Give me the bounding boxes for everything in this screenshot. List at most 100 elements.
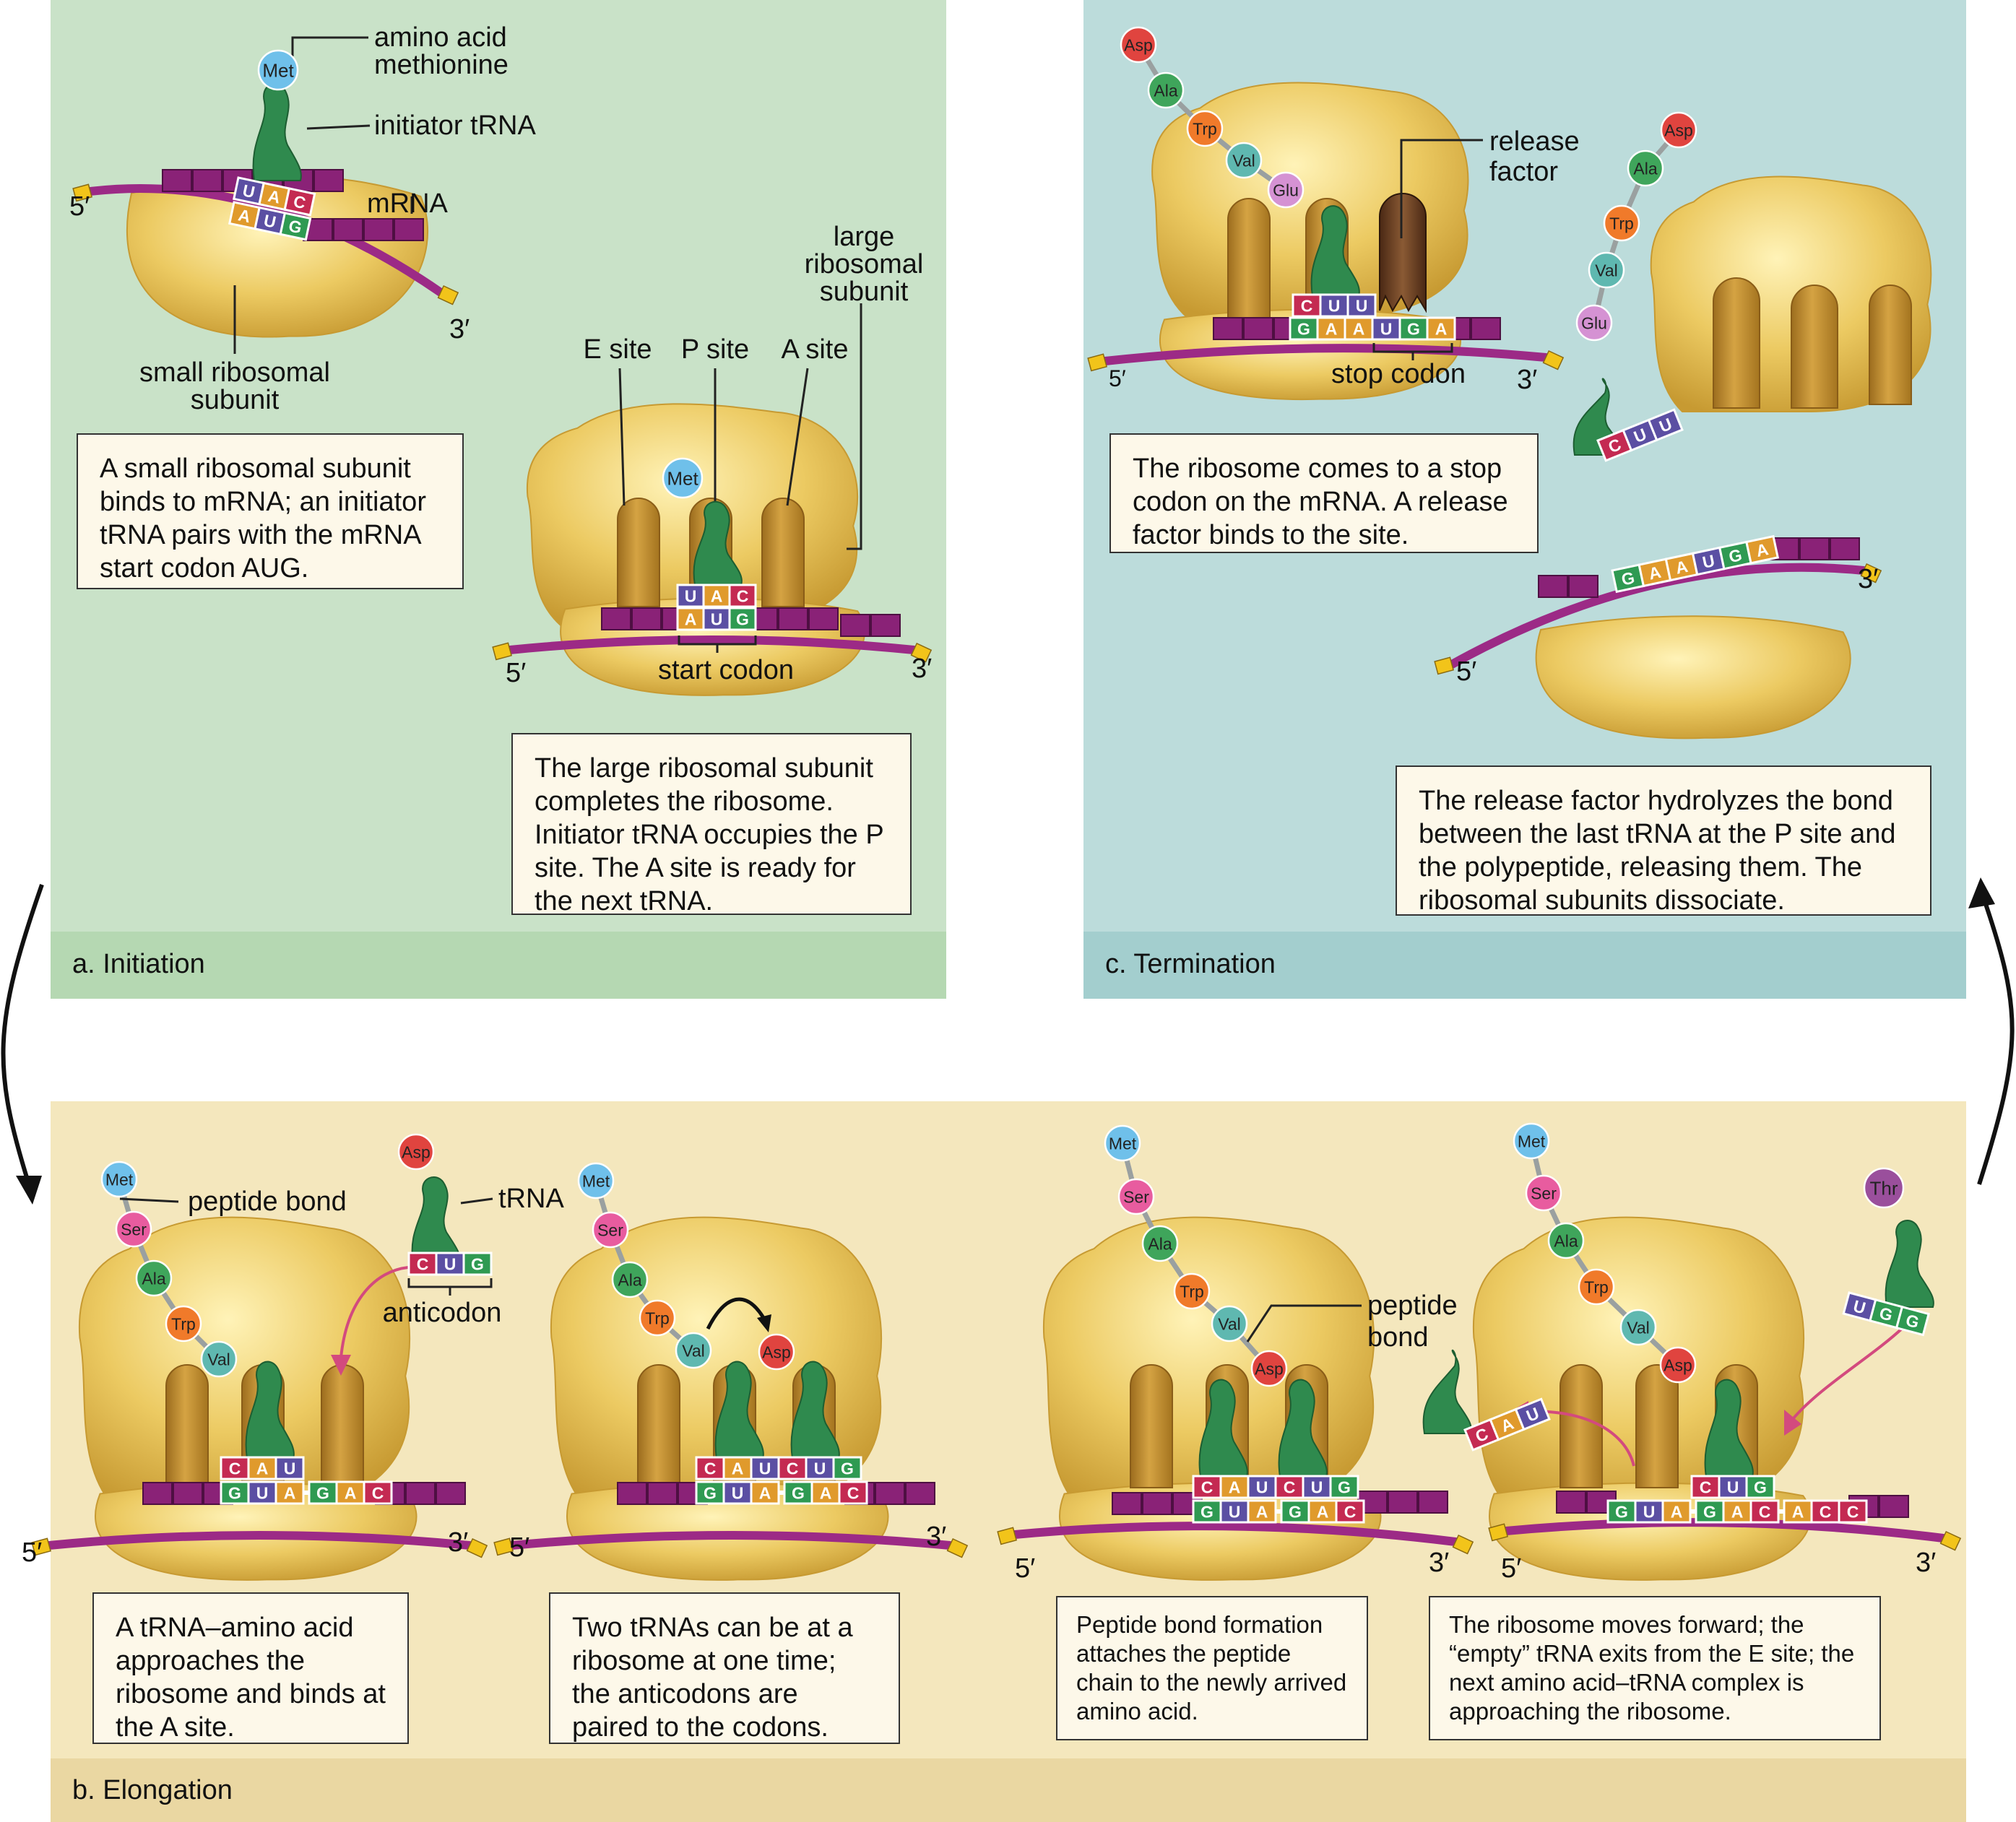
elong2-codons-letter: U — [732, 1483, 744, 1502]
elong4-codons-letter: A — [1731, 1502, 1744, 1521]
released-mrna-codons-letter: A — [1755, 539, 1770, 560]
elong3-trna-a — [1278, 1379, 1328, 1478]
elong1-chain-ser-1-label: Ser — [121, 1220, 147, 1239]
released-mrna-codons-base: U — [1691, 546, 1726, 576]
label-5prime-c1: 5′ — [1109, 365, 1126, 391]
released-mrna-codons-base: A — [1745, 534, 1780, 565]
elongation-caption-2: Two tRNAs can be at a ribosome at one ti… — [549, 1592, 900, 1744]
termination-label: c. Termination — [1105, 949, 1276, 979]
elong3-anticodons-box — [1302, 1475, 1332, 1499]
cycle-arrow-right-head — [1968, 877, 1995, 908]
elong1-mrna-cap5 — [31, 1537, 51, 1556]
elong2-codons-box — [838, 1480, 868, 1505]
released-mrna-codons-letter: A — [1674, 557, 1690, 578]
released-mrna-codons-base: G — [1611, 563, 1645, 594]
elong4-mrna-codon — [1556, 1491, 1586, 1514]
elong1-anticodon-letter: A — [256, 1459, 269, 1478]
elong3-mrna-codon — [1112, 1492, 1142, 1515]
polypeptide-c1-ala-1-label: Ala — [1154, 82, 1177, 100]
label-peptide-bond-2b: bond — [1367, 1322, 1429, 1353]
elong4-anticodon-base: G — [1745, 1475, 1775, 1499]
elong1-chain-trp-3-label: Trp — [171, 1315, 196, 1334]
initiation-mrna-2 — [506, 635, 918, 654]
elong4-chain-val-4 — [1619, 1309, 1657, 1346]
elong2-codons-letter: C — [847, 1483, 860, 1502]
elong2-chain-ala-2 — [611, 1261, 649, 1298]
initiation-mrna-codon — [808, 607, 839, 630]
elong1-mrna-codon — [142, 1482, 173, 1505]
start-codon-2-box — [728, 607, 757, 631]
initiator-anticodon-letter: U — [241, 181, 257, 201]
label-3prime-a2: 3′ — [912, 654, 932, 684]
elong2-codons-base: A — [750, 1480, 780, 1505]
initiator-trna — [252, 82, 302, 181]
elong2-codons-box — [750, 1480, 780, 1505]
elong2-anticodons-letter: U — [759, 1459, 771, 1478]
initiation-caption-2: The large ribosomal subunit completes th… — [511, 733, 912, 916]
initiator-trna-psite — [693, 500, 743, 586]
elong2-anticodons-letter: C — [787, 1459, 799, 1478]
elong1-anticodon-base: A — [247, 1456, 277, 1480]
elong4-codons-base: A — [1661, 1499, 1692, 1524]
termination-mrna-1-cap5 — [1087, 353, 1107, 372]
elong2-codons-base: A — [810, 1480, 841, 1505]
elong3-chain-ser-1-label: Ser — [1123, 1188, 1149, 1207]
elong1-mrna — [45, 1531, 474, 1550]
stop-codon-letter: A — [1435, 319, 1448, 338]
label-peptide-bond-2a: peptide — [1367, 1290, 1458, 1321]
elong4-codons-letter: C — [1820, 1502, 1832, 1521]
polypeptide-c1-asp-0-label: Asp — [1124, 36, 1153, 55]
codon-term-letter: G — [1297, 319, 1310, 338]
elong3-codons-letter: A — [1256, 1502, 1268, 1521]
elong2-tube-e — [637, 1364, 680, 1488]
termination-band — [1083, 932, 1966, 999]
elong2-bond-arrow — [706, 1297, 768, 1330]
elong1-incoming-anticodon-base: U — [435, 1251, 465, 1276]
elong4-exiting-trna — [1422, 1349, 1472, 1434]
elong2-asp — [758, 1333, 795, 1371]
label-small-subunit-2: subunit — [191, 385, 280, 415]
elong1-incoming-anticodon-base: G — [462, 1251, 493, 1276]
label-methionine: methionine — [374, 50, 509, 80]
initiator-anticodon-base: A — [258, 181, 291, 212]
elong3-codons-base: A — [1247, 1499, 1277, 1524]
elong3-mrna-codon — [1418, 1491, 1448, 1514]
elong1-codons-letter: A — [345, 1483, 357, 1502]
stop-codon-base: G — [1398, 316, 1429, 341]
met-psite — [662, 457, 704, 499]
elong4-chain-val-4-label: Val — [1627, 1319, 1650, 1337]
elong3-mrna-cap3 — [1452, 1534, 1474, 1555]
polypeptide-c1-val-3-label: Val — [1232, 152, 1255, 170]
elong1-codons-base: C — [363, 1480, 393, 1505]
elong3-anticodons-box — [1329, 1475, 1359, 1499]
codon-term-box — [1344, 316, 1374, 341]
termination-caption-1: The ribosome comes to a stop codon on th… — [1109, 433, 1539, 553]
elong1-approach-arrow-head — [331, 1355, 351, 1376]
start-codon-1-letter: U — [262, 211, 278, 232]
elong4-anticodon-box — [1718, 1475, 1748, 1499]
start-codon-2-base: G — [728, 607, 757, 631]
elong2-chain-ser-1 — [592, 1211, 629, 1249]
initiation-mrna-codon — [162, 169, 192, 192]
elong2-mrna-codon — [617, 1482, 647, 1505]
released-polypeptide-ala-1 — [1627, 149, 1664, 187]
initiator-anticodon-base: U — [232, 176, 265, 206]
elong4-anticodon-base: C — [1690, 1475, 1721, 1499]
elong4-chain-asp-5 — [1659, 1346, 1697, 1384]
elong2-mrna-cap5 — [493, 1537, 514, 1556]
released-polypeptide-asp-0-label: Asp — [1664, 121, 1693, 140]
label-large-subunit-3: subunit — [820, 277, 909, 307]
release-factor — [1379, 193, 1427, 313]
elong4-chain-ser-1-label: Ser — [1531, 1184, 1557, 1203]
label-mrna: mRNA — [367, 188, 449, 219]
elong2-codons-box — [783, 1480, 813, 1505]
elong2-codons-letter: A — [759, 1483, 771, 1502]
released-polypeptide-val-3 — [1588, 251, 1625, 289]
elong2-chain-met-0-label: Met — [582, 1172, 610, 1191]
elong3-chain-val-4 — [1211, 1305, 1248, 1342]
stop-codon-base: A — [1426, 316, 1456, 341]
elong4-anticodon-letter: G — [1754, 1478, 1767, 1496]
elong1-mrna-codon — [173, 1482, 203, 1505]
